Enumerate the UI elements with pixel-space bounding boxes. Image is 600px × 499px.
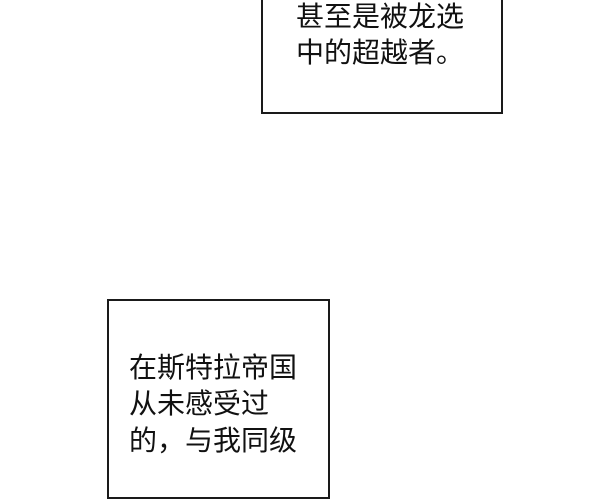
caption-line: 从未感受过 [129, 387, 270, 420]
caption-box-top: 甚至是被龙选 中的超越者。 [261, 0, 503, 114]
caption-line: 的，与我同级 [129, 424, 298, 457]
caption-line: 在斯特拉帝国 [129, 351, 298, 384]
caption-line: 甚至是被龙选 [296, 0, 465, 33]
caption-box-bottom: 在斯特拉帝国 从未感受过 的，与我同级 [107, 299, 330, 499]
caption-line: 中的超越者。 [296, 36, 465, 69]
